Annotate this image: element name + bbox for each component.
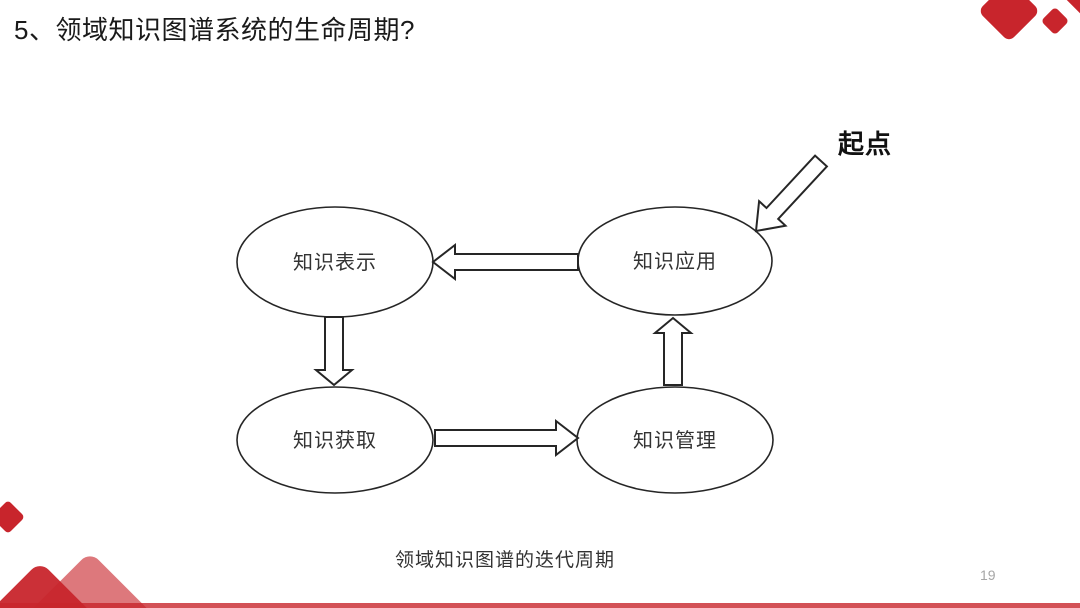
arrow-representation-to-acquisition — [313, 316, 355, 387]
node-label-knowledge-application: 知识应用 — [633, 250, 717, 273]
arrow-start-to-application — [754, 154, 829, 233]
slide-title: 5、领域知识图谱系统的生命周期? — [14, 15, 415, 45]
page-number: 19 — [980, 567, 996, 583]
diagram-caption: 领域知识图谱的迭代周期 — [394, 550, 615, 571]
start-point-label: 起点 — [838, 129, 893, 159]
node-label-knowledge-acquisition: 知识获取 — [293, 429, 377, 452]
node-label-knowledge-representation: 知识表示 — [293, 251, 377, 274]
node-label-knowledge-management: 知识管理 — [633, 429, 717, 452]
bottom-accent-bar — [0, 603, 1080, 608]
arrow-application-to-representation — [431, 242, 579, 282]
node-ellipse-knowledge-acquisition — [236, 386, 434, 494]
arrow-management-to-application — [652, 316, 694, 386]
arrow-acquisition-to-management — [434, 418, 580, 458]
